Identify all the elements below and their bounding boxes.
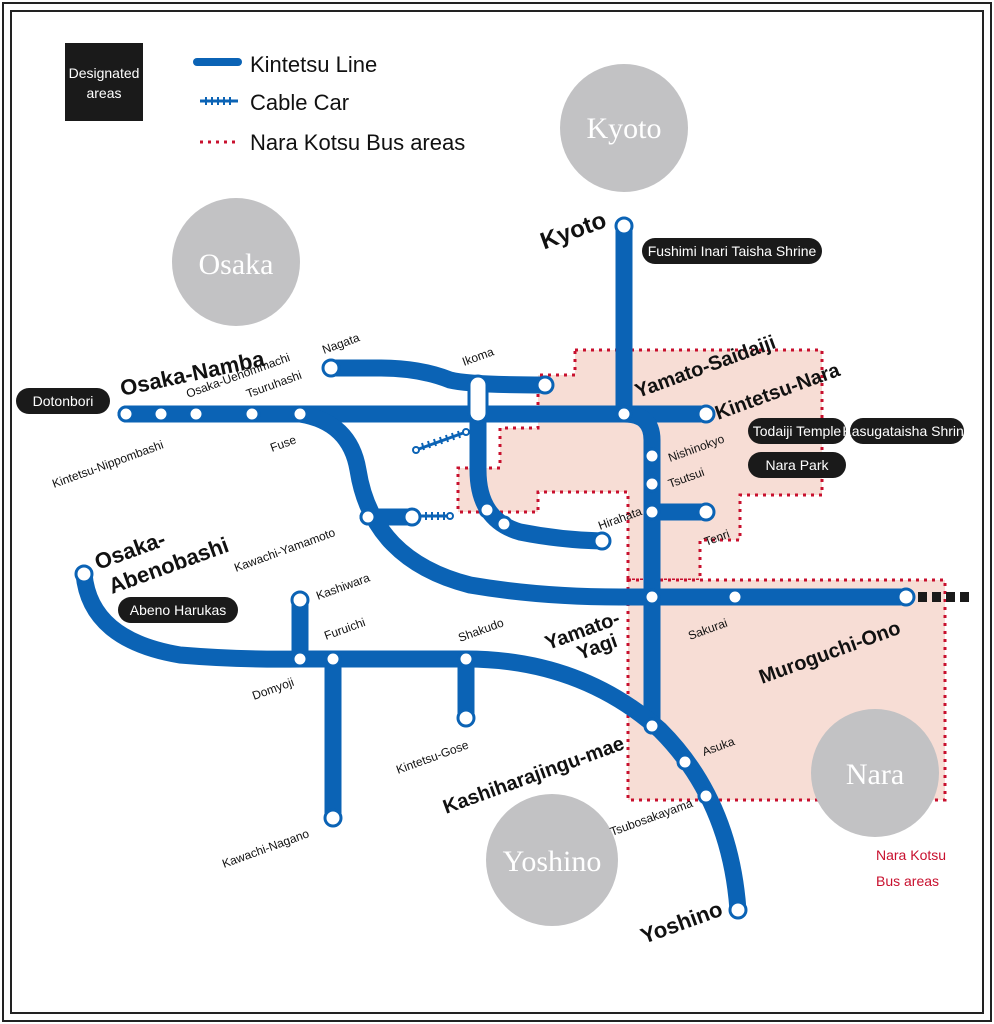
station-tsuruhashi[interactable]	[243, 405, 261, 423]
station-kintetsu-nara[interactable]	[696, 404, 716, 424]
label-kawachi-yamamoto: Kawachi-Yamamoto	[232, 525, 337, 575]
cable-car-shigisan	[420, 512, 454, 520]
svg-text:Abeno Harukas: Abeno Harukas	[130, 602, 227, 618]
svg-text:areas: areas	[86, 85, 121, 101]
station-hirahata[interactable]	[643, 503, 661, 521]
svg-text:Nara Kotsu Bus areas: Nara Kotsu Bus areas	[250, 130, 465, 155]
line-ikoma-branch	[469, 376, 611, 550]
line-osaka-main	[291, 405, 915, 606]
station-yamato-yagi[interactable]	[643, 588, 661, 606]
station-osaka-namba[interactable]	[152, 405, 170, 423]
station-kashiharajingu-mae[interactable]	[643, 717, 661, 735]
label-tsubosakayama: Tsubosakayama	[608, 796, 695, 839]
pill-fushimi-inari[interactable]: Fushimi Inari Taisha Shrine	[642, 238, 822, 264]
station-kashiwara[interactable]	[290, 590, 310, 610]
station-nishinokyo[interactable]	[643, 447, 661, 465]
station-furuichi[interactable]	[324, 650, 342, 668]
designated-areas-swatch	[65, 43, 143, 121]
svg-text:Kasugataisha Shrine: Kasugataisha Shrine	[842, 423, 971, 439]
svg-text:Cable Car: Cable Car	[250, 90, 349, 115]
station-kintetsu-gose[interactable]	[456, 708, 476, 728]
station-kyoto[interactable]	[614, 216, 634, 236]
station-muroguchi-ono[interactable]	[896, 587, 916, 607]
svg-text:Nara Park: Nara Park	[765, 457, 829, 473]
pill-todaiji[interactable]: Todaiji Temple	[748, 418, 846, 444]
pill-kasugataisha[interactable]: Kasugataisha Shrine	[842, 418, 972, 444]
svg-text:Dotonbori: Dotonbori	[33, 393, 94, 409]
svg-text:Designated: Designated	[69, 65, 140, 81]
label-ikoma: Ikoma	[460, 344, 496, 368]
label-kintetsu-nippombashi: Kintetsu-Nippombashi	[50, 438, 165, 491]
station-ikoma-south-end[interactable]	[592, 531, 612, 551]
label-shakudo: Shakudo	[456, 615, 506, 644]
pill-dotonbori[interactable]: Dotonbori	[16, 388, 110, 414]
station-kintetsu-nippombashi[interactable]	[117, 405, 135, 423]
station-tsutsui[interactable]	[643, 475, 661, 493]
line-nagata	[322, 359, 554, 394]
station-osaka-abenobashi[interactable]	[74, 564, 94, 584]
station-tenri[interactable]	[696, 502, 716, 522]
cable-car-ikoma	[412, 428, 470, 454]
line-minami-osaka	[75, 565, 747, 919]
bus-note-line1: Nara Kotsu	[876, 847, 946, 863]
station-yamato-saidaiji[interactable]	[615, 405, 633, 423]
station-ikoma-south-1[interactable]	[478, 501, 496, 519]
svg-text:Fushimi Inari Taisha Shrine: Fushimi Inari Taisha Shrine	[648, 243, 817, 259]
label-yoshino: Yoshino	[637, 896, 726, 949]
svg-text:Nara: Nara	[846, 758, 904, 791]
svg-text:Kyoto: Kyoto	[587, 112, 662, 145]
station-domyoji[interactable]	[291, 650, 309, 668]
station-yoshino[interactable]	[728, 900, 748, 920]
station-nagata[interactable]	[321, 358, 341, 378]
area-circle-nara: Nara	[811, 709, 939, 837]
area-circle-osaka: Osaka	[172, 198, 300, 326]
area-circle-kyoto: Kyoto	[560, 64, 688, 192]
station-shigisanguchi[interactable]	[402, 507, 422, 527]
label-kintetsu-gose: Kintetsu-Gose	[394, 738, 471, 777]
station-fuse[interactable]	[291, 405, 309, 423]
label-nagata: Nagata	[320, 330, 361, 357]
inner-frame	[10, 10, 984, 1014]
station-tsubosakayama[interactable]	[697, 787, 715, 805]
station-ikoma-south-2[interactable]	[495, 515, 513, 533]
svg-text:Osaka: Osaka	[199, 248, 274, 281]
label-domyoji: Domyoji	[250, 675, 296, 703]
area-circle-yoshino: Yoshino	[486, 794, 618, 926]
label-kashiwara: Kashiwara	[314, 570, 372, 602]
svg-text:Kintetsu Line: Kintetsu Line	[250, 52, 377, 77]
station-ikoma-north[interactable]	[535, 375, 555, 395]
pill-abeno-harukas[interactable]: Abeno Harukas	[118, 597, 238, 623]
legend: Designated areas Kintetsu Line Cable Car…	[65, 43, 465, 155]
bus-note-line2: Bus areas	[876, 873, 939, 889]
label-kyoto: Kyoto	[537, 207, 610, 256]
station-osaka-uehommachi[interactable]	[187, 405, 205, 423]
label-furuichi: Furuichi	[322, 615, 367, 643]
label-kawachi-nagano: Kawachi-Nagano	[220, 826, 311, 871]
station-asuka[interactable]	[676, 753, 694, 771]
station-sakurai[interactable]	[726, 588, 744, 606]
cable-car-swatch	[200, 97, 238, 105]
svg-text:Yoshino: Yoshino	[503, 845, 602, 878]
station-shakudo[interactable]	[457, 650, 475, 668]
svg-text:Todaiji Temple: Todaiji Temple	[753, 423, 842, 439]
pill-nara-park[interactable]: Nara Park	[748, 452, 846, 478]
station-kawachi-yamamoto[interactable]	[359, 508, 377, 526]
ikoma-interchange[interactable]	[467, 374, 489, 424]
label-fuse: Fuse	[268, 432, 298, 454]
station-kawachi-nagano[interactable]	[323, 808, 343, 828]
